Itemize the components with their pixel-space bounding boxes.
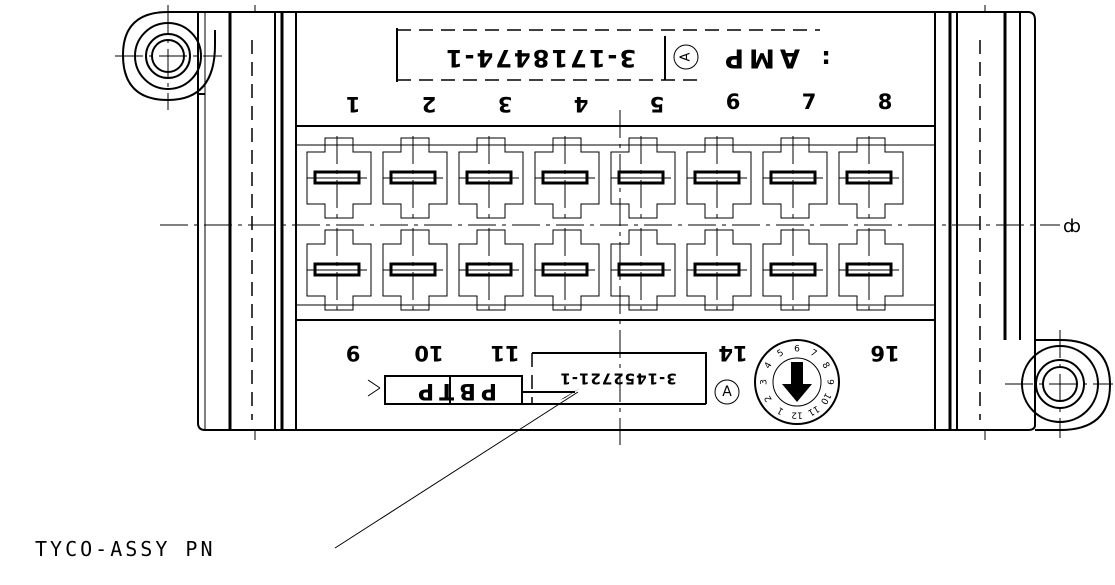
bottom-part-number: 3-1452721-1 <box>559 370 676 388</box>
terminal-cavity <box>838 228 904 312</box>
right-mounting-ear <box>1005 330 1113 438</box>
terminal-cavity <box>534 228 600 312</box>
dial-number: 2 <box>763 393 775 403</box>
terminal-cavity <box>306 136 372 220</box>
top-pin-label: 1 <box>346 92 361 116</box>
dial-number: 8 <box>819 361 831 371</box>
top-pin-label: 4 <box>574 92 589 116</box>
bottom-pin-label: 10 <box>414 341 443 365</box>
top-pin-labels: 1 2 3 4 5 6 7 8 <box>346 90 893 116</box>
terminal-cavity <box>762 136 828 220</box>
bottom-pin-label: 16 <box>870 341 899 365</box>
dial-arrow-icon <box>782 362 812 402</box>
bottom-pin-label: 14 <box>718 341 747 365</box>
top-pin-label: 3 <box>498 92 513 116</box>
top-pin-label: 2 <box>422 92 437 116</box>
terminal-cavity <box>458 228 524 312</box>
dial-number: 6 <box>794 345 800 355</box>
bottom-circle-letter: A <box>722 384 732 400</box>
terminal-cavity <box>382 228 448 312</box>
dial-number: 7 <box>808 348 818 360</box>
bottom-pin-label: 11 <box>490 341 519 365</box>
material-marking: PBTP <box>413 378 497 403</box>
terminal-cavity <box>686 228 752 312</box>
top-pin-label: 5 <box>650 92 665 116</box>
dial-number: 3 <box>760 379 770 385</box>
bottom-pin-labels: 9 10 11 14 16 <box>346 341 900 365</box>
dial-number: 11 <box>806 403 821 417</box>
terminal-cavity <box>838 136 904 220</box>
terminal-cavity <box>610 228 676 312</box>
terminal-cavity <box>306 228 372 312</box>
construction-lines <box>254 5 986 440</box>
dial-number: 1 <box>776 404 786 416</box>
housing-outline <box>197 11 1036 431</box>
top-marking: 3-1718474-1 A AMP : <box>396 28 831 82</box>
terminal-cavity <box>686 136 752 220</box>
terminal-cavity <box>458 136 524 220</box>
bottom-marking: PBTP 3-1452721-1 A <box>367 352 740 405</box>
terminal-cavity <box>534 136 600 220</box>
top-pin-label: 7 <box>802 90 817 114</box>
left-mounting-ear <box>115 5 222 110</box>
callout: TYCO-ASSY PN <box>35 391 579 561</box>
callout-text: TYCO-ASSY PN <box>35 537 216 561</box>
body-centerlines <box>160 110 1060 445</box>
terminal-cavity <box>610 136 676 220</box>
top-pin-label: 8 <box>878 90 893 114</box>
brand-marking: AMP <box>720 43 800 73</box>
dial-number: 12 <box>791 410 802 420</box>
centerline-symbol: ȸ <box>1063 216 1081 237</box>
dial-number: 4 <box>763 361 775 371</box>
cavity-grid-frame <box>296 125 935 321</box>
dial-number: 9 <box>825 379 835 385</box>
right-rails <box>934 12 1021 430</box>
top-pin-label: 6 <box>726 90 741 114</box>
bottom-pin-label: 9 <box>346 341 361 365</box>
cavity-grid <box>296 136 935 312</box>
top-circle-letter: A <box>679 52 694 61</box>
left-rails <box>228 12 297 430</box>
brand-colon: : <box>821 42 831 70</box>
terminal-cavity <box>382 136 448 220</box>
dial-number: 5 <box>776 348 786 360</box>
terminal-cavity <box>762 228 828 312</box>
top-part-number: 3-1718474-1 <box>444 44 636 72</box>
dial-number: 10 <box>818 391 833 406</box>
